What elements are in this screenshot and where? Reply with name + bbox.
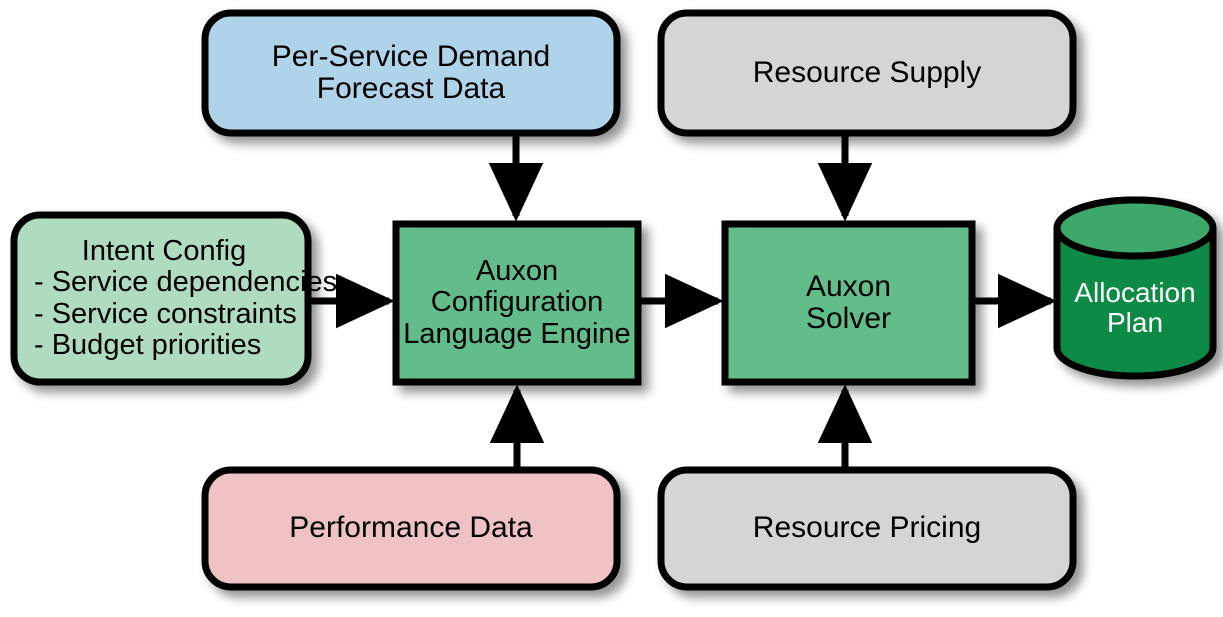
- allocation-plan-shape[interactable]: [1053, 196, 1217, 380]
- per-service-demand-forecast-data-shape[interactable]: [201, 9, 621, 137]
- resource-supply-shape[interactable]: [657, 9, 1077, 137]
- resource-pricing-shape[interactable]: [657, 466, 1077, 591]
- auxon-configuration-language-engine-shape[interactable]: [392, 220, 642, 386]
- intent-config-shape[interactable]: [10, 211, 312, 386]
- cylinder-top-ellipse: [1053, 196, 1217, 260]
- performance-data-shape[interactable]: [201, 466, 621, 591]
- auxon-solver-shape[interactable]: [721, 220, 976, 386]
